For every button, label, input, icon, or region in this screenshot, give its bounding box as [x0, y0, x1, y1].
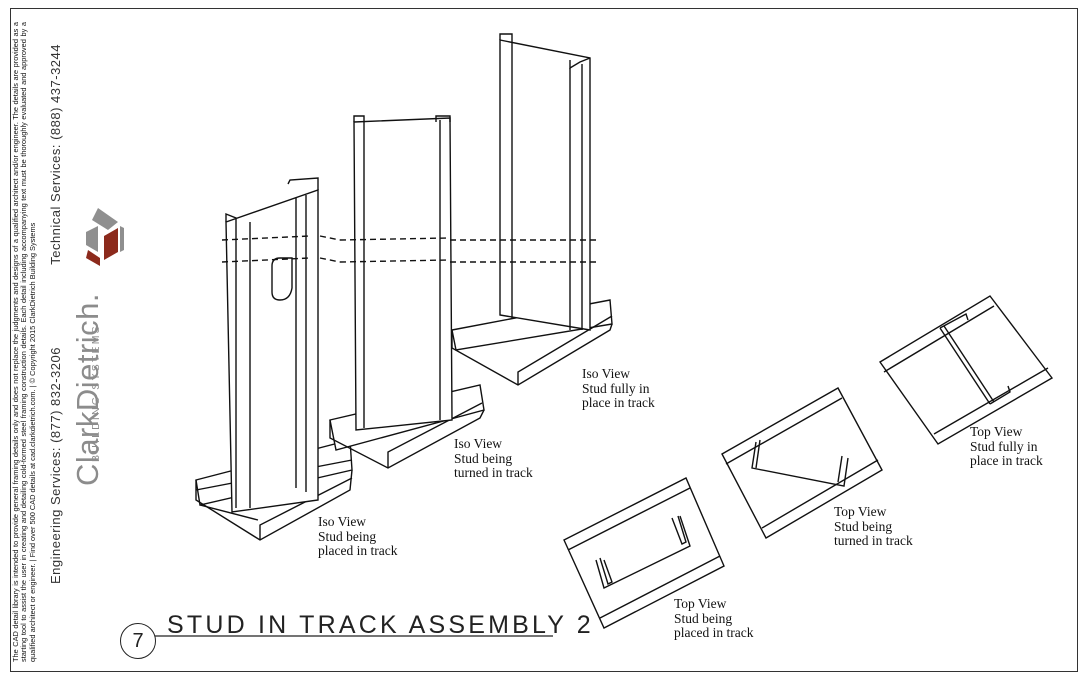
iso-full-label: Iso View Stud fully in place in track — [582, 366, 655, 411]
top-full-label: Top View Stud fully in place in track — [970, 424, 1043, 469]
iso-view-stud-full — [450, 33, 613, 386]
sheet-border — [10, 8, 1078, 672]
iso-turned-label: Iso View Stud being turned in track — [454, 436, 533, 481]
clarkdietrich-logo-icon — [86, 208, 124, 266]
top-turned-label: Top View Stud being turned in track — [834, 504, 913, 549]
iso-view-stud-placed — [195, 177, 353, 541]
iso-placed-label: Iso View Stud being placed in track — [318, 514, 398, 559]
top-view-stud-full — [878, 295, 1054, 445]
detail-number: 7 — [120, 623, 156, 659]
top-placed-label: Top View Stud being placed in track — [674, 596, 754, 641]
detail-title: STUD IN TRACK ASSEMBLY 2 — [167, 611, 594, 639]
top-view-stud-turned — [721, 387, 883, 539]
iso-view-stud-turned — [319, 115, 485, 469]
top-view-stud-placed — [563, 477, 725, 629]
